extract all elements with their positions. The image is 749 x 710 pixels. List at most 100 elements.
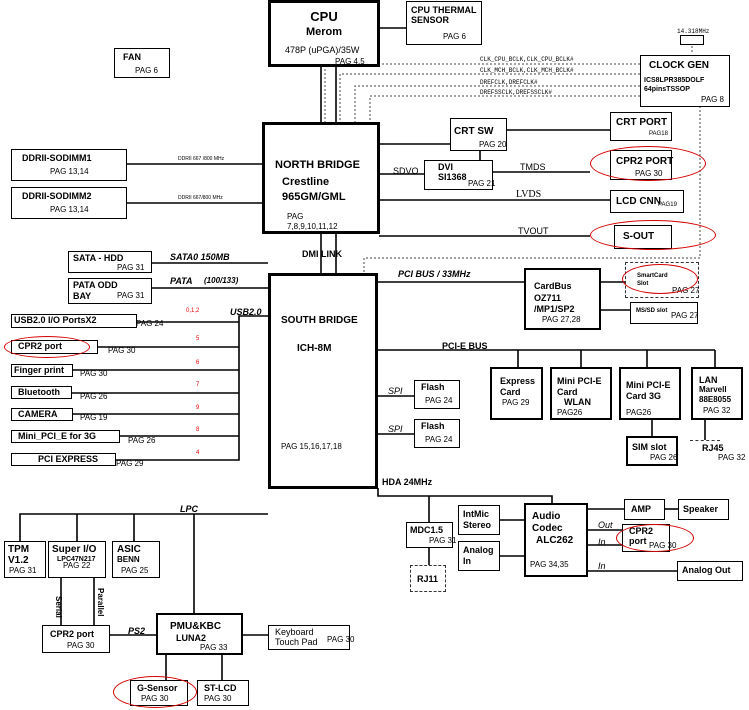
tpm-block: TPM V1.2 PAG 31 [4,541,46,578]
crystal-label: 14.318MHz [677,28,710,35]
ms-sd-label: MS/SD slot [636,308,668,314]
highlight-ring [113,676,197,708]
tpm-version: V1.2 [8,555,29,566]
pci-bus-label: PCI BUS / 33MHz [398,269,471,279]
ddr1-pag: PAG 13,14 [50,167,89,176]
pci-express-label: PCI EXPRESS [38,454,99,464]
lan-vendor: Marvell [699,385,727,394]
parallel-label: Parallel [96,588,105,617]
dvi-label: DVI [438,162,454,172]
mini-pcie-3g-pag: PAG26 [626,408,652,417]
pmu-kbc-chip: LUNA2 [176,633,207,643]
dvi-block: DVI SI1368 PAG 21 [424,160,495,190]
st-lcd-label: ST-LCD [204,683,237,693]
analog-out-block: Analog Out [677,561,743,581]
pmu-kbc-block: PMU&KBC LUNA2 PAG 33 [156,613,243,655]
mini-pcie-wlan-type: WLAN [564,397,591,407]
mini-pcie-wlan-label: Mini PCI-E [557,376,602,386]
ddr-bus-label-2: DDRII 667/800 MHz [178,195,223,201]
keyboard-pag: PAG 30 [327,635,355,644]
pata-odd-pag: PAG 31 [117,291,145,300]
tpm-pag: PAG 31 [9,566,37,575]
lan-block: LAN Marvell 88E8055 PAG 32 [691,367,743,420]
audio-codec-block: Audio Codec ALC262 PAG 34,35 [524,503,588,577]
crt-port-block: CRT PORT PAG18 [610,112,672,141]
flash-2-label: Flash [421,421,445,431]
pmu-kbc-label: PMU&KBC [170,621,222,632]
camera-block: CAMERA [11,408,73,421]
audio-codec-label: Audio [532,511,561,522]
ms-sd-pag: PAG 27 [671,311,699,320]
mini-pcie-3g-label: Mini PCI-E [626,380,671,390]
ddr1-label: DDRII-SODIMM1 [22,153,92,163]
fan-label: FAN [123,52,141,62]
ddr-bus-label-1: DDRII 667 /800 MHz [178,156,225,162]
intmic-block: IntMic Stereo [458,505,500,535]
usb-ports-label: USB2.0 I/O PortsX2 [14,315,97,325]
fan-pag: PAG 6 [135,66,158,75]
cardbus-model: /MP1/SP2 [534,304,575,314]
intmic-stereo: Stereo [463,520,492,530]
finger-print-block: Finger print [11,364,73,377]
lan-chip: 88E8055 [699,395,732,404]
clk-mch-label: CLK_MCH_BCLK,CLK_MCH_BCLK# [480,67,574,74]
mini-pcie-3g-usb-label: Mini_PCI_E for 3G [18,431,97,441]
highlight-ring [590,146,706,181]
rj45-label: RJ45 [702,443,724,453]
dref-clk-label: DREFCLK,DREFCLK# [480,79,538,86]
south-bridge-block: SOUTH BRIDGE ICH-8M PAG 15,16,17,18 [268,273,378,489]
asic-block: ASIC BENN PAG 25 [112,541,160,578]
highlight-ring [590,220,716,250]
mdc-label: MDC1.5 [410,525,444,535]
usb-port-number: 0,1,2 [186,308,200,314]
express-card-label: Express [500,376,536,386]
touchpad-label: Touch Pad [275,637,318,647]
cardbus-chip: OZ711 [534,293,562,303]
ps2-label: PS2 [128,626,146,636]
super-io-pag: PAG 22 [63,561,91,570]
cardbus-label: CardBus [534,281,572,291]
flash-2-block: Flash PAG 24 [414,419,460,448]
lvds-label: LVDS [516,189,542,200]
pata-label: PATA [170,276,193,286]
in-label-2: In [598,561,606,571]
lpc-label: LPC [180,504,198,514]
crt-sw-block: CRT SW PAG 20 [450,118,507,151]
fan-block: FAN PAG 6 [114,48,170,78]
tpm-label: TPM [8,544,30,555]
express-card-block: Express Card PAG 29 [490,367,543,420]
bluetooth-block: Bluetooth [11,386,72,399]
cpu-subtitle: Merom [305,26,343,38]
clock-gen-chip: ICS8LPR385DOLF [644,77,705,84]
sata0-label: SATA0 150MB [170,252,230,262]
north-bridge-pag: 7,8,9,10,11,12 [287,222,338,231]
sim-slot-pag: PAG 26 [650,453,678,462]
north-bridge-chip: Crestline [282,176,330,188]
usb-port-number: 7 [196,382,200,388]
bluetooth-pag: PAG 26 [80,392,108,401]
speaker-label: Speaker [683,504,719,514]
mdc-block: MDC1.5 PAG 31 [406,522,456,548]
keyboard-block: Keyboard Touch Pad PAG 30 [268,625,354,650]
cardbus-pag: PAG 27,28 [542,315,581,324]
crt-sw-pag: PAG 20 [479,140,507,149]
sata-hdd-block: SATA - HDD PAG 31 [68,251,152,273]
rj45-pag: PAG 32 [718,453,746,462]
highlight-ring [622,264,698,294]
cpu-thermal-label: CPU THERMAL [411,5,477,15]
highlight-ring [4,336,90,358]
audio-codec-pag: PAG 34,35 [530,560,569,569]
serial-label: Serial [54,596,63,618]
pci-express-block: PCI EXPRESS [11,453,116,466]
pata-speed-label: (100/133) [204,276,239,285]
crystal-icon [680,35,704,45]
ddr2-label: DDRII-SODIMM2 [22,191,92,201]
ddr1-block: DDRII-SODIMM1 PAG 13,14 [11,149,127,181]
usb-port-number: 6 [196,360,200,366]
ms-sd-block: MS/SD slot PAG 27 [630,302,698,324]
analog-in-label: Analog [463,545,494,555]
super-io-label: Super I/O [52,544,97,555]
pci-express-pag: PAG 29 [116,459,144,468]
pcie-bus-label: PCI-E BUS [442,341,488,351]
